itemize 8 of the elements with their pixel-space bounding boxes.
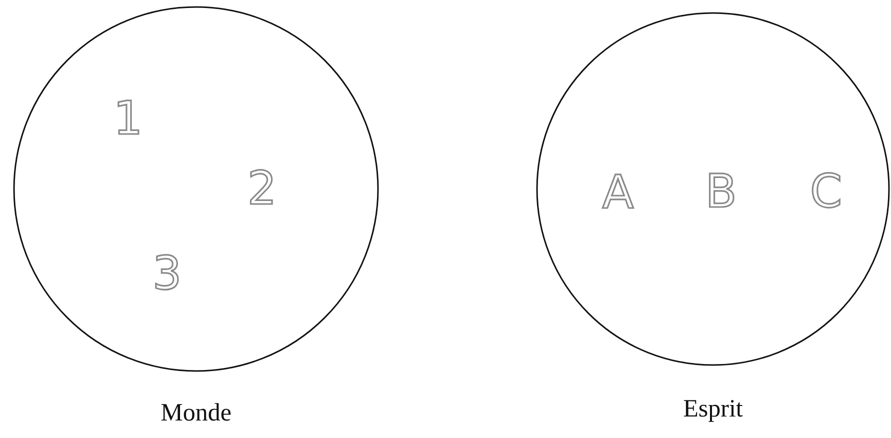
- circle-caption: Monde: [160, 400, 232, 426]
- outlined-symbol: B: [705, 168, 737, 214]
- circle-caption: Esprit: [683, 396, 743, 422]
- outlined-symbol: 1: [113, 95, 143, 141]
- outlined-symbol: 3: [152, 250, 182, 296]
- outlined-symbol: A: [602, 169, 634, 215]
- outlined-symbol: C: [810, 168, 842, 214]
- outlined-symbol: 2: [247, 165, 277, 211]
